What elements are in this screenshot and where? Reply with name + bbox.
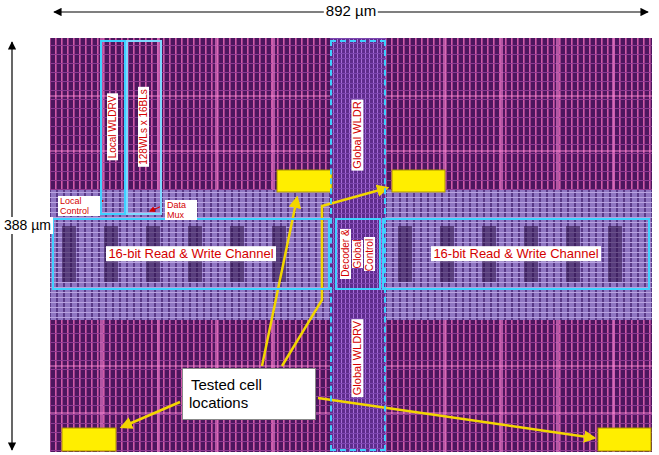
column-separator — [612, 38, 615, 190]
dimension-lines — [12, 12, 648, 450]
column-separator — [157, 38, 160, 190]
memory-array — [50, 38, 652, 452]
column-separator — [556, 38, 559, 190]
callout-arrow — [122, 402, 180, 427]
callout-arrow — [262, 198, 297, 366]
node-text: Decoder & Global Control — [340, 229, 375, 278]
tested-cells — [62, 170, 651, 451]
node-text: Global WLDRV — [351, 319, 363, 397]
column-separator — [500, 38, 503, 190]
column-separator — [500, 320, 503, 452]
callout-arrow — [282, 188, 387, 366]
column-separator — [157, 320, 160, 452]
tested-cell — [598, 428, 651, 451]
node-text: Global WLDR — [351, 99, 363, 170]
tested-cell — [277, 170, 332, 192]
read-write-channel: 16-bit Read & Write Channel — [382, 218, 650, 290]
node-text: 16-bit Read & Write Channel — [431, 246, 600, 261]
label-arrows — [96, 201, 162, 211]
dimension-label: 892 µm — [324, 2, 378, 20]
read-write-channel: 16-bit Read & Write Channel — [52, 218, 330, 290]
channel-block — [608, 226, 622, 282]
node-text: 128WLs x 16BLs — [138, 87, 149, 167]
column-separator — [443, 320, 446, 452]
block-label: Local Control — [58, 196, 100, 216]
channel-block — [62, 226, 76, 282]
node-text: Local WLDRV — [107, 94, 118, 161]
column-separator — [272, 38, 275, 190]
global-column-fill — [330, 38, 386, 452]
block-label: Data Mux — [165, 200, 197, 220]
dimension-label: 388 µm — [2, 217, 53, 234]
callout-arrows — [122, 188, 594, 438]
column-separator — [215, 38, 218, 190]
node-text: Tested cell locations — [189, 376, 262, 411]
height-dimension — [11, 42, 12, 450]
tested-cell — [392, 170, 445, 192]
decoder-box: Decoder & Global Control — [335, 218, 381, 290]
array-block-box: 128WLs x 16BLs — [126, 40, 162, 215]
callout-box: Tested cell locations — [182, 368, 316, 420]
local-wldrv-box: Local WLDRV — [100, 40, 126, 215]
channel-blocks — [62, 226, 622, 282]
tested-cell — [62, 428, 116, 451]
callout-arrow — [318, 398, 594, 438]
column-separator — [443, 38, 446, 190]
global-column: Global WLDR Global WLDRV Decoder & Global … — [330, 40, 386, 451]
channel-block — [398, 226, 412, 282]
node-text: 16-bit Read & Write Channel — [106, 246, 275, 261]
